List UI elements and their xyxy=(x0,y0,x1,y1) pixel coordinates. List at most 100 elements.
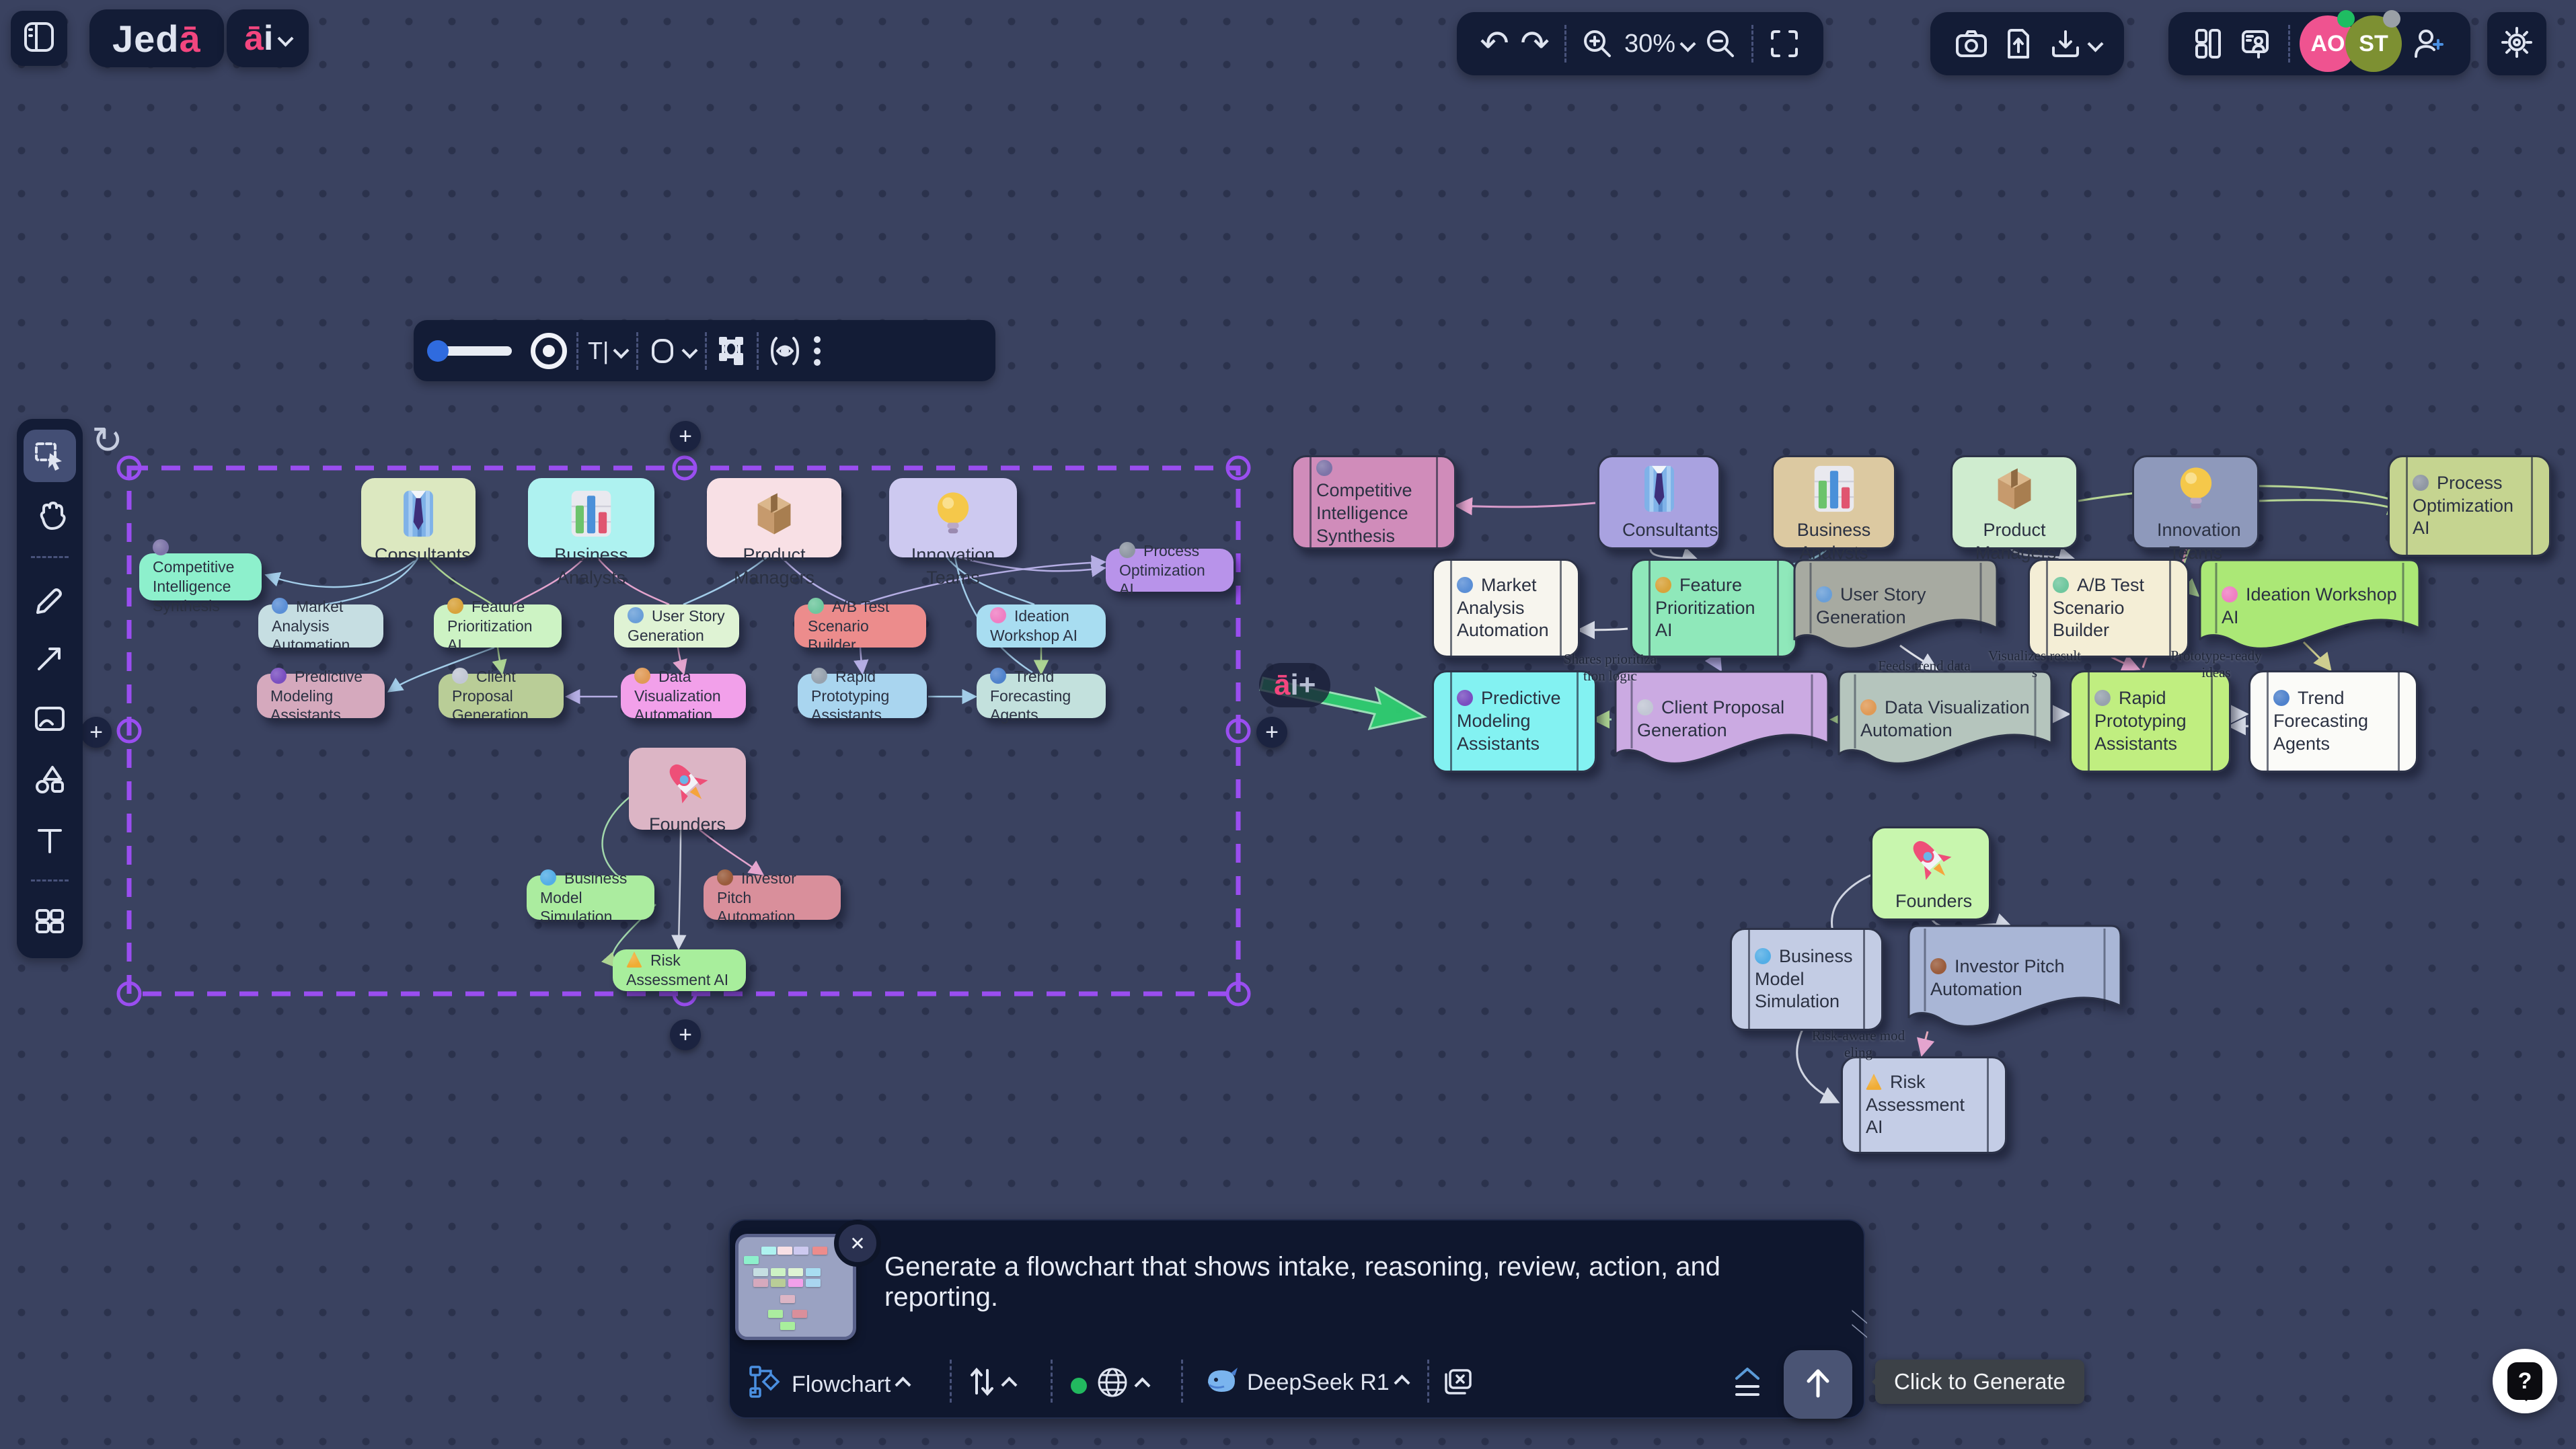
chevron-down-icon xyxy=(2086,35,2104,52)
add-node-left-button[interactable]: + xyxy=(81,717,112,748)
hand-tool[interactable] xyxy=(24,490,76,543)
present-button[interactable] xyxy=(2232,26,2279,61)
node-product-managers[interactable]: Product Managers xyxy=(1950,455,2078,563)
node-user-story-generation[interactable]: User Story Generation xyxy=(614,604,739,648)
remove-attachment-button[interactable]: ✕ xyxy=(834,1220,881,1267)
node-predictive-modeling-assistants[interactable]: Predictive Modeling Assistants xyxy=(257,667,385,723)
node-predictive-modeling-assistants[interactable]: Predictive Modeling Assistants xyxy=(1432,670,1597,773)
direction-dropdown[interactable] xyxy=(967,1365,1018,1405)
node-data-visualization-automation[interactable]: Data Visualization Automation xyxy=(1838,670,2053,769)
help-button[interactable]: ? xyxy=(2493,1349,2557,1413)
node-a-b-test-scenario-builder[interactable]: A/B Test Scenario Builder xyxy=(794,597,926,654)
format-toolbar: T| xyxy=(414,320,995,381)
node-business-model-simulation[interactable]: Business Model Simulation xyxy=(1730,928,1883,1031)
node-innovation-teams[interactable]: Innovation Teams xyxy=(889,478,1017,588)
clear-context-button[interactable] xyxy=(1441,1365,1476,1400)
node-label: Business Model Simulation xyxy=(540,869,628,926)
prompt-input[interactable]: Generate a flowchart that shows intake, … xyxy=(884,1252,1720,1312)
node-founders[interactable]: Founders xyxy=(629,748,746,834)
document-icon xyxy=(1637,699,1653,716)
settings-button[interactable] xyxy=(2487,12,2546,75)
node-process-optimization-ai[interactable]: Process Optimization AI xyxy=(1106,541,1234,598)
zoom-level-dropdown[interactable]: 30% xyxy=(1619,30,1699,58)
node-label: Consultants xyxy=(375,545,471,565)
node-investor-pitch-automation[interactable]: Investor Pitch Automation xyxy=(704,869,841,925)
diagram-type-dropdown[interactable]: Flowchart xyxy=(749,1365,911,1405)
board-views-button[interactable] xyxy=(2185,27,2232,61)
image-tool[interactable] xyxy=(24,693,76,745)
text-style-dropdown[interactable]: T| xyxy=(588,337,630,365)
generate-button[interactable] xyxy=(1784,1350,1852,1419)
node-innovation-teams[interactable]: Innovation Teams xyxy=(2132,455,2259,563)
text-tool[interactable] xyxy=(24,814,76,866)
resize-handle[interactable]: ⟋⟋ xyxy=(1848,1310,1870,1338)
slider-knob[interactable] xyxy=(427,340,449,362)
chevron-up-icon xyxy=(1394,1374,1410,1391)
node-rapid-prototyping-assistants[interactable]: Rapid Prototyping Assistants xyxy=(798,667,927,723)
screenshot-button[interactable] xyxy=(1948,26,1995,61)
node-investor-pitch-automation[interactable]: Investor Pitch Automation xyxy=(1907,925,2122,1031)
node-trend-forecasting-agents[interactable]: Trend Forecasting Agents xyxy=(977,667,1106,723)
model-dropdown[interactable]: DeepSeek R1 xyxy=(1204,1365,1410,1401)
node-risk-assessment-ai[interactable]: Risk Assessment AI xyxy=(613,949,746,991)
divider xyxy=(950,1360,952,1403)
node-founders[interactable]: Founders xyxy=(1870,826,1991,921)
stroke-width-slider[interactable] xyxy=(427,340,512,362)
node-client-proposal-generation[interactable]: Client Proposal Generation xyxy=(1614,670,1829,769)
templates-tool[interactable] xyxy=(24,895,76,947)
add-node-top-button[interactable]: + xyxy=(670,421,701,452)
fit-screen-button[interactable] xyxy=(1763,28,1806,60)
node-user-story-generation[interactable]: User Story Generation xyxy=(1793,559,1998,654)
node-data-visualization-automation[interactable]: Data Visualization Automation xyxy=(621,667,746,723)
node-competitive-intelligence-synthesis[interactable]: Competitive Intelligence Synthesis xyxy=(1291,455,1456,549)
whale-icon xyxy=(1204,1365,1239,1401)
expand-options-button[interactable] xyxy=(1730,1364,1765,1401)
node-market-analysis-automation[interactable]: Market Analysis Automation xyxy=(258,597,383,654)
node-consultants[interactable]: Consultants xyxy=(361,478,476,565)
node-business-model-simulation[interactable]: Business Model Simulation xyxy=(527,869,654,925)
sidebar-toggle-button[interactable] xyxy=(11,11,67,66)
node-feature-prioritization-ai[interactable]: Feature Prioritization AI xyxy=(434,597,562,654)
pen-tool[interactable] xyxy=(24,572,76,624)
redo-button[interactable]: ↷ xyxy=(1520,24,1550,63)
node-ideation-workshop-ai[interactable]: Ideation Workshop AI xyxy=(2199,559,2421,654)
arrow-tool[interactable] xyxy=(24,632,76,684)
add-node-bottom-button[interactable]: + xyxy=(670,1019,701,1050)
crystal-ball-icon xyxy=(270,667,287,684)
node-market-analysis-automation[interactable]: Market Analysis Automation xyxy=(1432,559,1580,658)
node-business-analysts[interactable]: Business Analysts xyxy=(528,478,654,588)
node-client-proposal-generation[interactable]: Client Proposal Generation xyxy=(439,667,564,723)
select-tool[interactable] xyxy=(24,430,76,482)
shape-style-dropdown[interactable] xyxy=(648,336,698,366)
undo-button[interactable]: ↶ xyxy=(1480,24,1509,63)
transform-button[interactable] xyxy=(716,336,747,366)
rotate-handle-icon[interactable]: ↻ xyxy=(91,419,123,461)
zoom-in-button[interactable] xyxy=(1576,27,1619,61)
node-feature-prioritization-ai[interactable]: Feature Prioritization AI xyxy=(1630,559,1797,658)
add-node-right-button[interactable]: + xyxy=(1256,717,1287,748)
node-ideation-workshop-ai[interactable]: Ideation Workshop AI xyxy=(977,604,1106,648)
shapes-tool[interactable] xyxy=(24,753,76,806)
more-options-button[interactable] xyxy=(812,334,822,368)
node-rapid-prototyping-assistants[interactable]: Rapid Prototyping Assistants xyxy=(2070,670,2231,773)
download-menu-button[interactable] xyxy=(2042,26,2107,61)
node-product-managers[interactable]: Product Managers xyxy=(707,478,841,588)
import-file-button[interactable] xyxy=(1995,26,2042,61)
node-process-optimization-ai[interactable]: Process Optimization AI xyxy=(2388,455,2551,557)
web-access-dropdown[interactable] xyxy=(1071,1365,1151,1406)
necktie-icon xyxy=(1633,463,1685,515)
node-business-analysts[interactable]: Business Analysts xyxy=(1772,455,1896,563)
node-risk-assessment-ai[interactable]: Risk Assessment AI xyxy=(1841,1056,2007,1154)
zoom-out-button[interactable] xyxy=(1699,27,1742,61)
node-a-b-test-scenario-builder[interactable]: A/B Test Scenario Builder xyxy=(2028,559,2189,658)
node-competitive-intelligence-synthesis[interactable]: Competitive Intelligence Synthesis xyxy=(139,539,262,615)
node-consultants[interactable]: Consultants xyxy=(1597,455,1720,549)
invite-user-button[interactable] xyxy=(2402,26,2454,62)
color-swatch[interactable] xyxy=(531,332,567,369)
visibility-settings-button[interactable] xyxy=(768,336,802,366)
avatar[interactable]: ST xyxy=(2345,10,2402,72)
node-trend-forecasting-agents[interactable]: Trend Forecasting Agents xyxy=(2248,670,2418,773)
node-label: User Story Generation xyxy=(1816,584,1926,627)
